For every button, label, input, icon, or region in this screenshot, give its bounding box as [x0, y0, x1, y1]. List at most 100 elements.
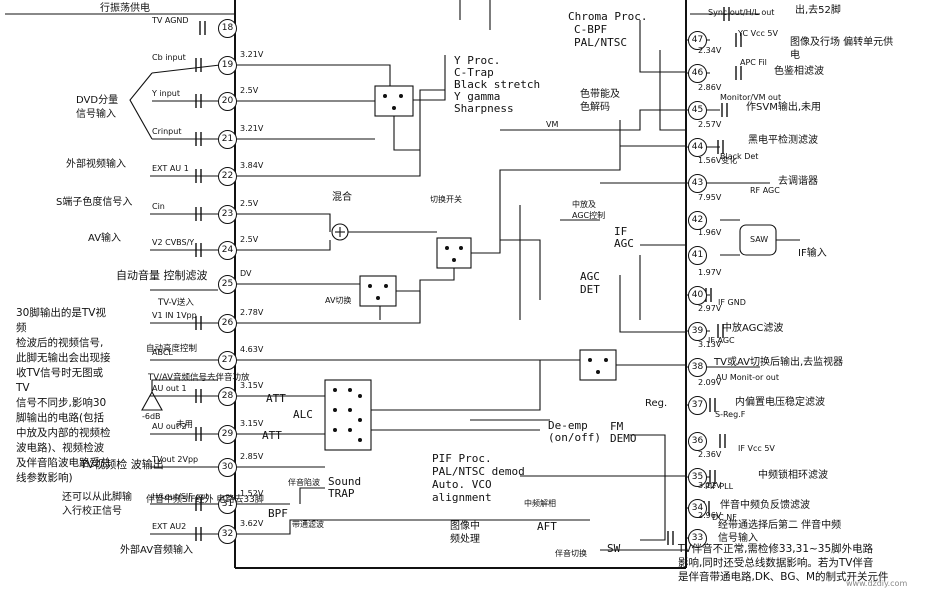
switch-contacts — [333, 94, 608, 442]
capacitor-symbol — [195, 389, 202, 403]
wire — [500, 109, 686, 131]
watermark: www.dzdiy.com — [846, 579, 908, 588]
pin31-note: 还可以从此脚输 入行校正信号 — [62, 491, 132, 519]
pin-circle: 37 — [688, 396, 707, 415]
switch-contact — [459, 246, 463, 250]
wire — [235, 268, 455, 324]
switch-contact — [452, 258, 456, 262]
pin-voltage: 3.84V — [240, 161, 264, 170]
pin-signal-label: AU out 2 — [152, 422, 187, 431]
capacitor-symbols — [195, 7, 742, 545]
pin-voltage: 2.57V — [698, 120, 722, 129]
pin30-note-line: 波电路)、视频检波 — [16, 442, 105, 454]
pin30-note-line: 信号不同步,影响30 — [16, 397, 107, 409]
top-left-label: 行振荡供电 — [100, 3, 150, 14]
pin-signal-label: IF GND — [718, 298, 746, 307]
switch-contact — [383, 94, 387, 98]
pin-signal-label: IF AGC — [708, 336, 735, 345]
pin-description: 中频锁相环滤波 — [758, 470, 828, 481]
pin-voltage: 2.5V — [240, 199, 259, 208]
switch-contact — [596, 370, 600, 374]
sound-trap-line: Sound — [328, 475, 362, 488]
img-if-line: 频处理 — [450, 534, 480, 545]
fm-demo-line: DEMO — [610, 432, 637, 445]
pin-signal-label: V2 CVBS/Y — [152, 238, 195, 247]
top-right-pin-label: Sync out/H/L out — [708, 8, 775, 17]
switch-contact — [333, 388, 337, 392]
pin-voltage: 1.96V — [698, 228, 722, 237]
pin-voltage: 2.85V — [240, 452, 264, 461]
pin-circle: 27 — [218, 351, 237, 370]
pin-description: 未用 — [176, 420, 194, 430]
pif-block: PIF Proc. PAL/NTSC demod Auto. VCO align… — [432, 452, 525, 504]
av-switch-label: AV切换 — [325, 296, 352, 305]
chroma-cn-line: 色带能及 — [580, 89, 620, 100]
sw-label: SW — [607, 542, 621, 555]
chroma-cn-label: 色带能及 色解码 — [580, 88, 620, 114]
img-if-cn-label: 图像中 频处理 — [450, 520, 480, 546]
pin-circle: 29 — [218, 425, 237, 444]
pin-signal-label: Crinput — [152, 127, 182, 136]
capacitor-symbol — [195, 94, 202, 108]
pin-circle: 22 — [218, 167, 237, 186]
pin-description: 图像及行场 偏转单元供电 — [790, 37, 894, 61]
pin30-note-line: 中放及内部的视频检 — [16, 427, 111, 439]
pin-circle: 46 — [688, 64, 707, 83]
capacitor-symbol — [721, 103, 728, 117]
pin-description: 伴音中频负反馈滤波 — [720, 500, 810, 511]
switch-contact — [445, 246, 449, 250]
pin-signal-label: TVout 2Vpp — [152, 455, 199, 464]
pin-signal-label: RF AGC — [750, 186, 780, 195]
pin-voltage: 2.86V — [698, 83, 722, 92]
wire — [129, 72, 153, 140]
pin-circle: 39 — [688, 322, 707, 341]
pin-signal-label: EXT AU2 — [152, 522, 187, 531]
pin-voltage: 2.78V — [240, 308, 264, 317]
pin-description: TV/AV音频信号去伴音功放 — [148, 373, 250, 383]
switch-contact — [358, 438, 362, 442]
pin-signal-label: TV AGND — [152, 16, 189, 25]
pin-circle: 32 — [218, 525, 237, 544]
pin30-note-line: 此脚无输出会出现接 — [16, 352, 111, 364]
capacitor-symbol — [735, 33, 742, 47]
pin30-note-line: 脚输出的电路(包括 — [16, 412, 105, 424]
pin-signal-label: DC NF — [712, 513, 737, 522]
dvd-note-line: DVD分量 — [76, 95, 119, 106]
agc-det-block: AGC DET — [580, 270, 600, 296]
sw-cn-label: 伴音切换 — [555, 549, 587, 558]
pin-circle: 44 — [688, 138, 707, 157]
chroma-line: PAL/NTSC — [574, 36, 627, 49]
pin-voltage: 2.5V — [240, 86, 259, 95]
y-proc-block: Y Proc. C-Trap Black stretch Y gamma Sha… — [454, 55, 540, 115]
capacitor-symbol — [195, 132, 202, 146]
mix-label: 混合 — [332, 192, 352, 203]
wire — [371, 359, 580, 411]
pif-line: PAL/NTSC demod — [432, 465, 525, 478]
pin-description: AV输入 — [88, 233, 122, 244]
pin-description: TV-V送入 — [158, 298, 194, 308]
y-proc-line: Y gamma — [454, 90, 501, 103]
pin-signal-label: Black Det — [720, 152, 759, 161]
switch-contact — [399, 94, 403, 98]
pin-description: S端子色度信号入 — [56, 197, 133, 208]
pin-circle: 18 — [218, 19, 237, 38]
pin31-note-line: 入行校正信号 — [62, 506, 122, 517]
pin-circle: 24 — [218, 241, 237, 260]
capacitor-symbol — [199, 21, 206, 35]
pin-voltage: 3.21V — [240, 50, 264, 59]
pin-signal-label: IF Vcc 5V — [738, 444, 775, 453]
wire — [299, 487, 325, 504]
agc-det-line: DET — [580, 283, 600, 296]
pin30-note-line: 及伴音陷波电路受总 — [16, 457, 111, 469]
wire — [151, 379, 218, 392]
minus-6db-label: -6dB — [142, 412, 161, 421]
pin-description: 外部AV音频输入 — [120, 545, 194, 556]
pin-description: 去调谐器 — [778, 176, 818, 187]
pin-circle: 38 — [688, 358, 707, 377]
pin-voltage: 2.09V — [698, 378, 722, 387]
pin-voltage: 2.97V — [698, 304, 722, 313]
pin-circle: 34 — [688, 499, 707, 518]
pin-description: 内偏置电压稳定滤波 — [735, 397, 825, 408]
pin-circle: 20 — [218, 92, 237, 111]
pin-circle: 25 — [218, 275, 237, 294]
